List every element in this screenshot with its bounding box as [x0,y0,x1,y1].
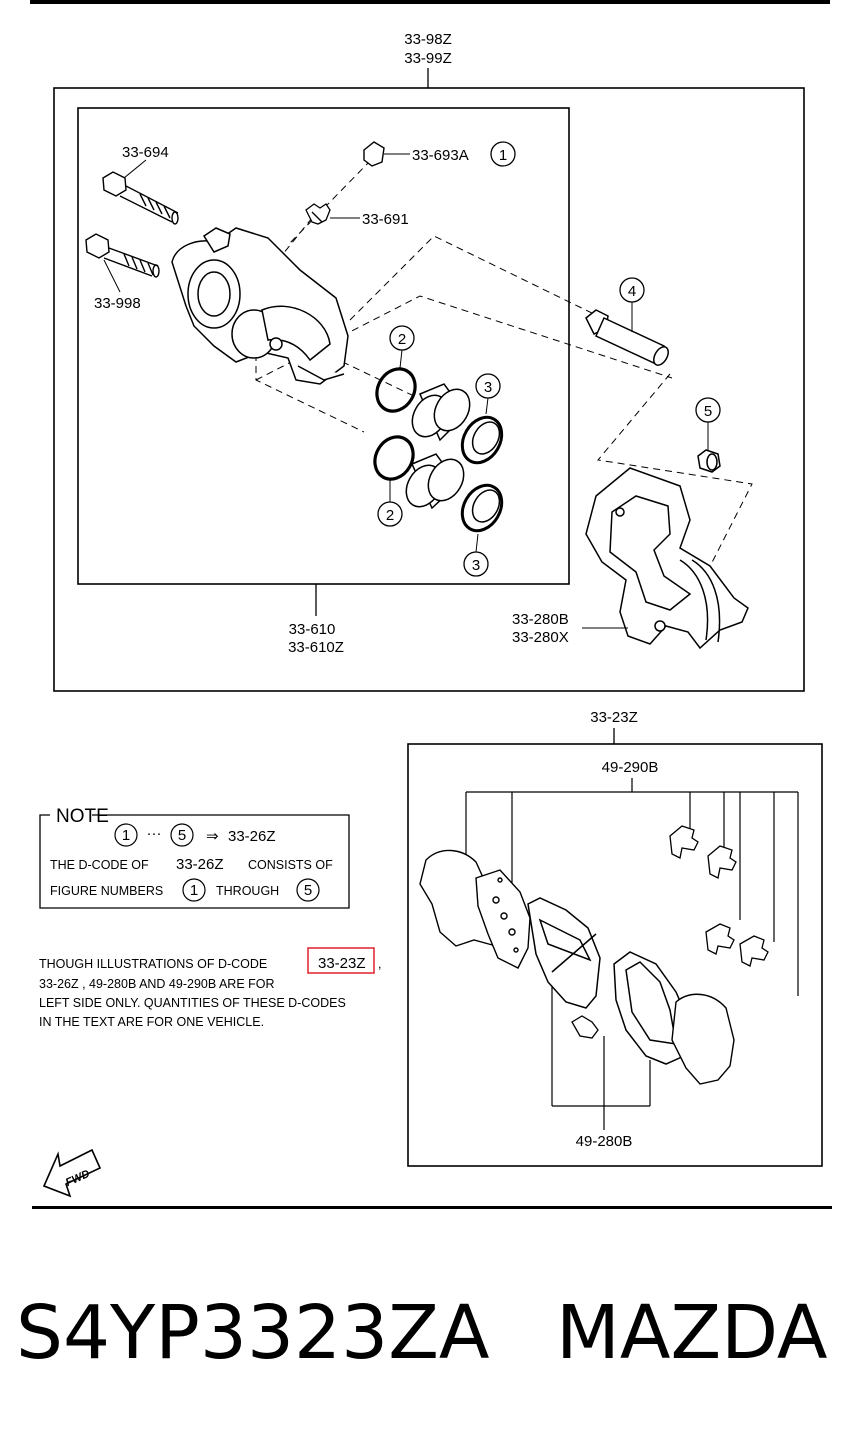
remark-line4: IN THE TEXT ARE FOR ONE VEHICLE. [39,1015,264,1029]
label-33-693A[interactable]: 33-693A [412,147,469,164]
seal-lower-icon [373,435,415,481]
shim-plate-right-icon [671,993,735,1085]
callout-1-circle [490,141,516,167]
note-line3-b: THROUGH [216,884,279,898]
callout-2-upper[interactable]: 2 [398,331,406,348]
callout-3-lower[interactable]: 3 [472,557,480,574]
note-range-sep: ··· [147,825,162,842]
remark-line3: LEFT SIDE ONLY. QUANTITIES OF THESE D-CO… [39,996,346,1010]
label-33-998[interactable]: 33-998 [94,295,141,312]
note-arrow: ⇒ [206,828,219,845]
label-49-290B[interactable]: 49-290B [602,759,659,776]
note-line2-code: 33-26Z [176,856,224,873]
callout-1[interactable]: 1 [499,147,507,164]
label-33-99Z[interactable]: 33-99Z [404,50,452,67]
label-33-280X[interactable]: 33-280X [512,629,569,646]
caliper-body-icon [171,227,349,385]
note-line3-n1: 1 [190,882,198,899]
note-line2-b: CONSISTS OF [248,858,333,872]
guide-pin-icon [585,309,669,366]
bleeder-screw-icon [305,203,331,225]
remark-line1-a: THOUGH ILLUSTRATIONS OF D-CODE [39,957,267,971]
note-line3-a: FIGURE NUMBERS [50,884,163,898]
label-33-23Z[interactable]: 33-23Z [590,709,638,726]
boot-upper-icon [460,415,504,465]
label-33-691[interactable]: 33-691 [362,211,409,228]
label-33-610[interactable]: 33-610 [289,621,336,638]
label-33-694[interactable]: 33-694 [122,144,169,161]
note-line3-n2: 5 [304,882,312,899]
brake-pad-inner-icon [527,897,601,1009]
brand-name: MAZDA [556,1290,828,1376]
bleeder-cap-icon [363,141,385,167]
caliper-body-box [77,107,570,585]
fwd-arrow-icon: FWD [42,1148,102,1198]
top-rule [30,0,830,4]
callout-2-lower[interactable]: 2 [386,507,394,524]
label-33-280B[interactable]: 33-280B [512,611,569,628]
bolt-33-998-icon [85,233,160,278]
caliper-assembly-box [53,87,805,692]
pad-leader-lines [551,986,651,1130]
callout-3-upper[interactable]: 3 [484,379,492,396]
pad-clip-icons [669,825,769,967]
remark-paragraph: THOUGH ILLUSTRATIONS OF D-CODE 33-23Z , … [39,947,381,1029]
note-range-to: 5 [178,827,186,844]
bottom-rule [32,1206,832,1209]
callout-5[interactable]: 5 [704,403,712,420]
note-title: NOTE [56,806,109,827]
label-33-98Z[interactable]: 33-98Z [404,31,452,48]
note-range-code: 33-26Z [228,828,276,845]
shim-leader-lines [465,778,799,996]
highlight-box [307,947,375,974]
caliper-bracket-icon [585,467,749,650]
remark-line1-b: , [378,957,381,971]
remark-line2: 33-26Z , 49-280B AND 49-290B ARE FOR [39,977,275,991]
label-33-610Z[interactable]: 33-610Z [288,639,344,656]
seal-upper-icon [375,367,417,413]
bushing-icon [697,449,721,473]
note-range-from: 1 [122,827,130,844]
bolt-33-694-icon [102,171,179,225]
brake-pad-box [407,743,823,1167]
remark-line1-code[interactable]: 33-23Z [318,955,366,972]
callout-4[interactable]: 4 [628,283,636,300]
piston-upper-icon [411,383,471,442]
piston-lower-icon [405,453,465,510]
wear-indicator-icon [571,1015,599,1039]
boot-lower-icon [460,483,504,533]
footer: S4YP3323ZA MAZDA [0,1290,864,1400]
part-number: S4YP3323ZA [16,1290,490,1376]
note-line2-a: THE D-CODE OF [50,858,149,872]
pad-backing-plate-icon [475,869,531,969]
note-box: NOTE 1 ··· 5 ⇒ 33-26Z THE D-CODE OF 33-2… [39,806,350,909]
label-49-280B[interactable]: 49-280B [576,1133,633,1150]
